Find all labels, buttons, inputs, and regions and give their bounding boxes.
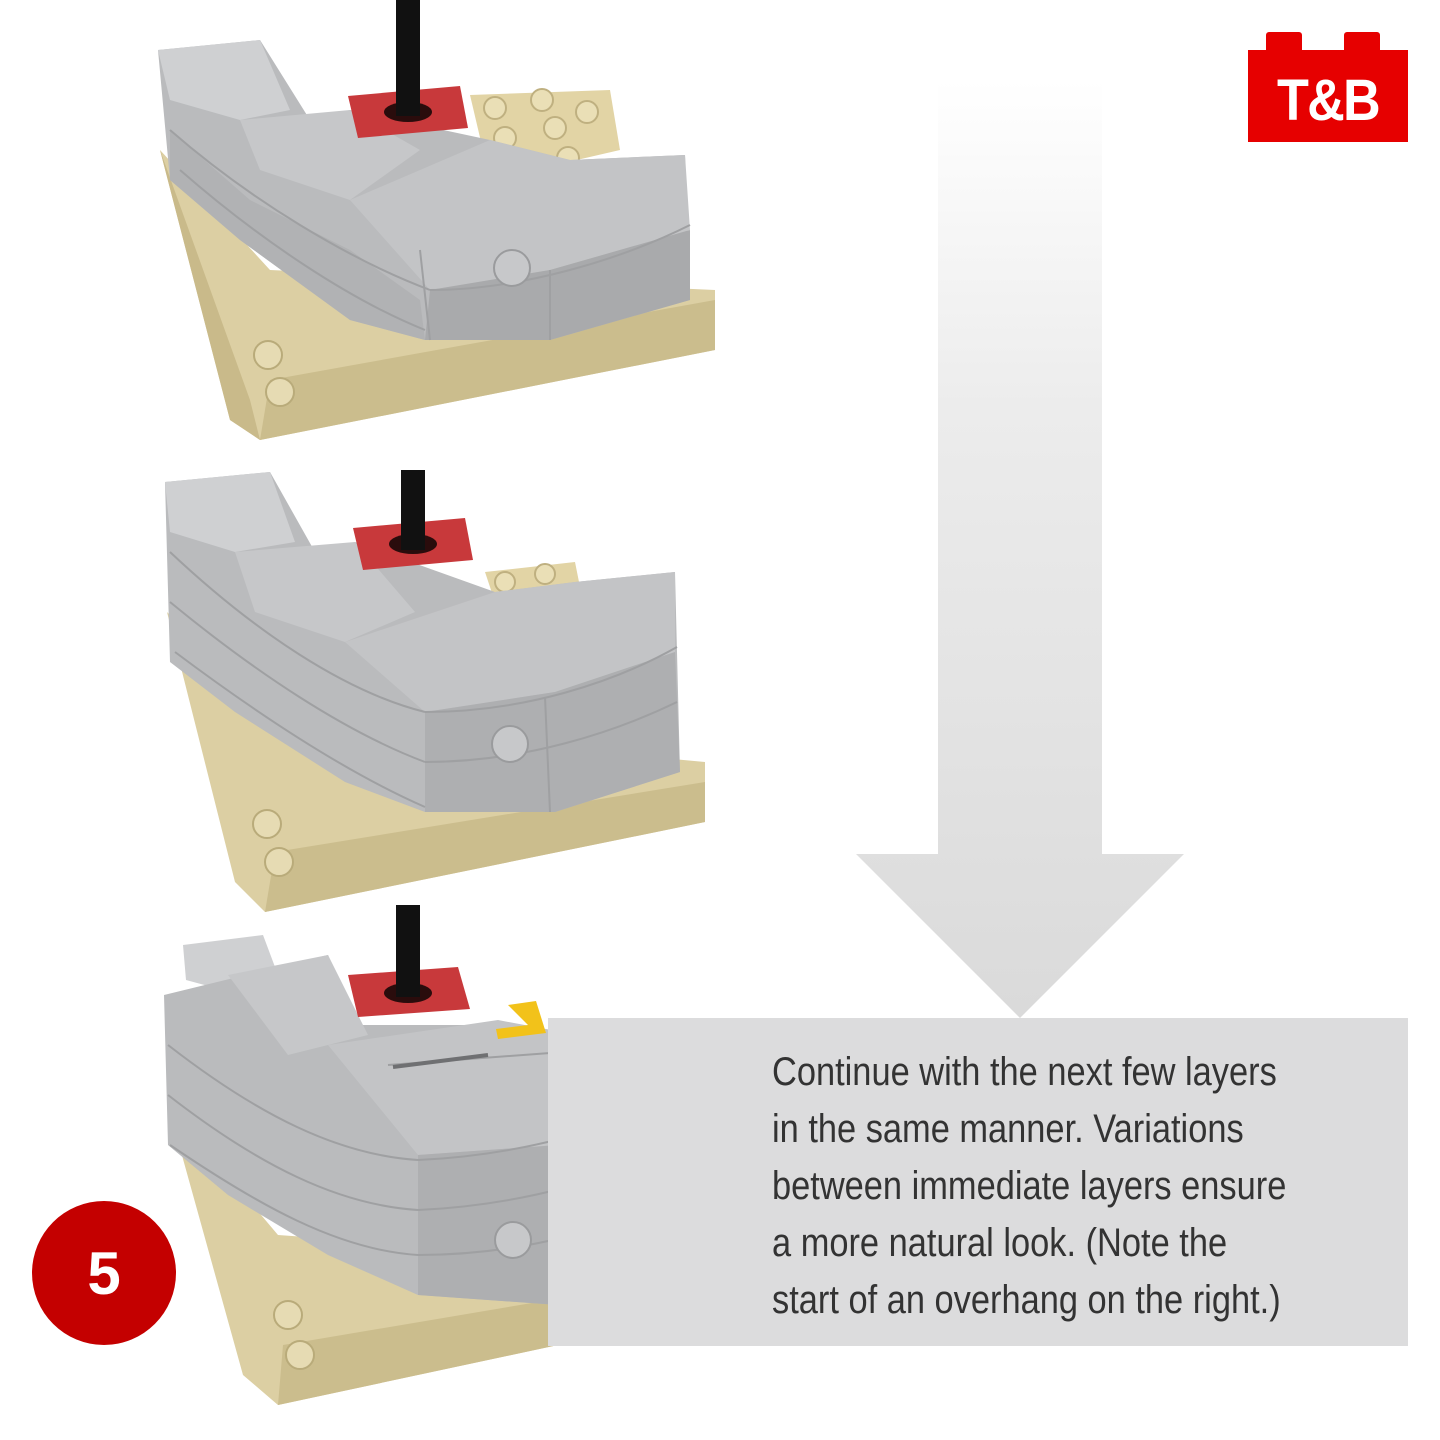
lego-model-stage-1 (158, 0, 715, 440)
logo-brick-icon (1248, 32, 1408, 142)
lego-model-stage-2 (165, 470, 705, 912)
instruction-text: Continue with the next few layers in the… (772, 1050, 1287, 1322)
tb-logo: T&B (1248, 32, 1408, 142)
logo-text: T&B (1277, 67, 1381, 133)
instruction-panel: Continue with the next few layers in the… (548, 1018, 1408, 1346)
step-badge: 5 (32, 1201, 176, 1345)
step-number: 5 (87, 1239, 121, 1307)
arrow-down-icon (856, 80, 1184, 1018)
